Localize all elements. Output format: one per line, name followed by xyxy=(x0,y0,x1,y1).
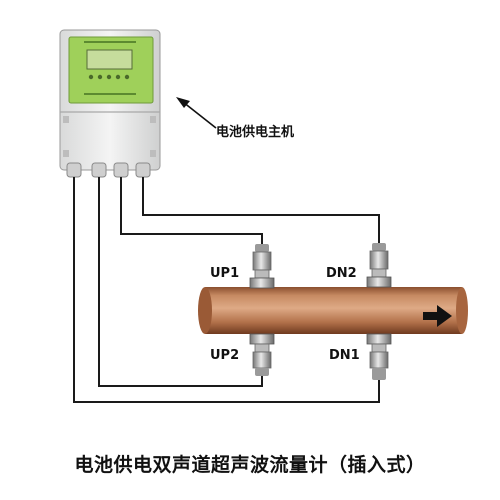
cable-glands xyxy=(66,162,151,178)
cable-gland-1 xyxy=(66,162,82,178)
label-up1: UP1 xyxy=(210,266,239,281)
cable-gland-3 xyxy=(113,162,129,178)
host-screw-2 xyxy=(150,116,156,123)
key-2 xyxy=(97,74,103,80)
flow-direction-arrow-icon xyxy=(423,305,452,327)
host-display-screen xyxy=(86,49,133,70)
pointer-arrow-icon xyxy=(176,97,217,129)
cable-dn1 xyxy=(73,177,380,403)
host-screw-3 xyxy=(63,150,69,157)
transducer-dn2 xyxy=(366,243,392,288)
label-dn2: DN2 xyxy=(326,266,357,281)
key-3 xyxy=(106,74,112,80)
label-up2: UP2 xyxy=(210,348,239,363)
cable-gland-2 xyxy=(91,162,107,178)
host-screw-1 xyxy=(63,116,69,123)
host-panel-stripe-bottom xyxy=(84,93,136,95)
transducer-up1 xyxy=(249,244,275,289)
pipe-body xyxy=(205,287,462,334)
cable-up2 xyxy=(98,177,263,387)
key-5 xyxy=(124,74,130,80)
pipe-left-end xyxy=(198,287,212,334)
host-screw-4 xyxy=(150,150,156,157)
key-4 xyxy=(115,74,121,80)
cable-gland-4 xyxy=(135,162,151,178)
host-label: 电池供电主机 xyxy=(216,124,294,140)
cable-up1 xyxy=(120,177,263,246)
host-panel-stripe-top xyxy=(84,41,136,43)
label-dn1: DN1 xyxy=(329,348,360,363)
host-keypad xyxy=(88,74,130,80)
pipe-right-end xyxy=(456,287,468,334)
transducer-up2 xyxy=(249,333,275,376)
cables xyxy=(73,177,380,403)
cable-dn2 xyxy=(142,177,380,245)
transducer-dn1 xyxy=(366,333,392,380)
pipe xyxy=(198,287,468,334)
host-unit xyxy=(59,29,161,178)
diagram-caption: 电池供电双声道超声波流量计（插入式） xyxy=(74,454,426,476)
key-1 xyxy=(88,74,94,80)
